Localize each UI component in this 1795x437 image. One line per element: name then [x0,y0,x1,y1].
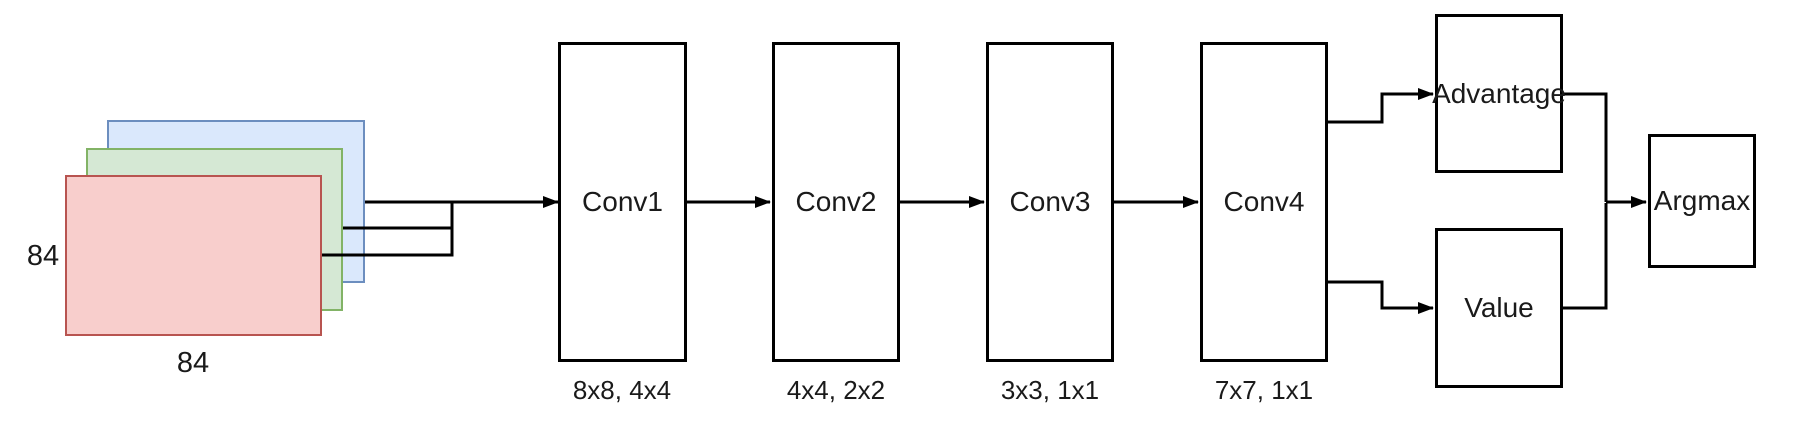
conv4-label: Conv4 [1223,186,1305,217]
conv1-kernel-stride-label: 8x8, 4x4 [572,375,672,405]
connector-input-bottom [322,202,454,257]
input-frame-red [65,175,322,336]
conv4-box: Conv4 [1200,42,1328,362]
value-label: Value [1464,292,1534,323]
conv2-box: Conv2 [772,42,900,362]
advantage-label: Advantage [1432,77,1566,109]
conv3-label: Conv3 [1009,186,1091,217]
argmax-output-box: Argmax [1648,134,1756,268]
connector-advantage-to-join [1563,92,1608,202]
advantage-head-box: Advantage [1432,14,1566,173]
input-height-label: 84 [26,240,60,272]
connector-value-to-join [1563,203,1608,310]
conv4-kernel-stride-label: 7x7, 1x1 [1214,375,1314,405]
input-width-label: 84 [176,347,210,379]
conv1-label: Conv1 [582,186,663,217]
conv3-box: Conv3 [986,42,1114,362]
conv3-kernel-stride-label: 3x3, 1x1 [1000,375,1100,405]
connector-conv4-to-value [1328,280,1434,314]
conv2-label: Conv2 [795,186,877,217]
value-head-box: Value [1435,228,1563,388]
conv2-kernel-stride-label: 4x4, 2x2 [786,375,886,405]
connector-conv4-to-advantage [1328,88,1434,124]
conv1-box: Conv1 [558,42,687,362]
argmax-label: Argmax [1653,185,1751,216]
